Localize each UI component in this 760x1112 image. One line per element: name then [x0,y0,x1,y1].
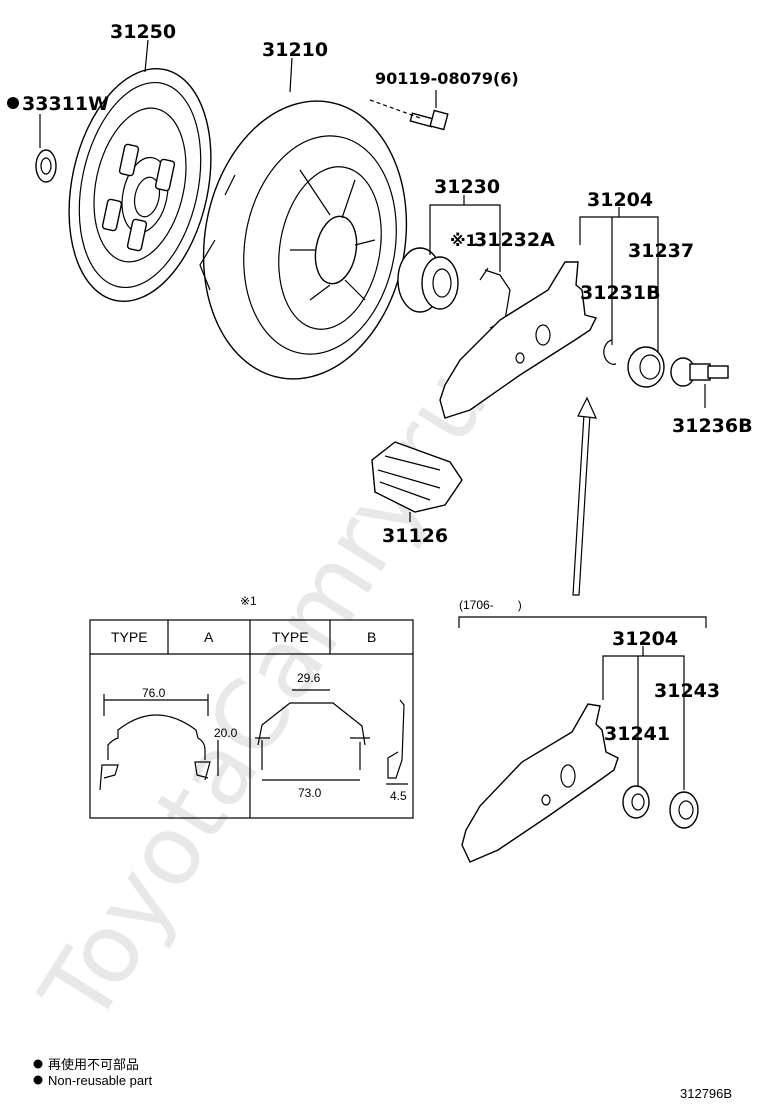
release-fork-drawing [439,261,598,419]
label-33311W: 33311W [22,93,109,115]
dim-a-height: 20.0 [214,726,238,740]
legend-dot-en [33,1075,43,1085]
table-header-type-b: TYPE [272,629,309,645]
clutch-disc-drawing [68,68,212,302]
boot-clip-drawing [603,339,617,365]
label-31250: 31250 [110,21,176,43]
label-31204-top: 31204 [587,189,653,211]
label-31232A: 31232A [474,229,555,251]
variant-part-31241-drawing [622,785,650,819]
figure-id: 312796B [680,1086,732,1101]
label-31237: 31237 [628,240,694,262]
fork-boot-drawing [371,441,463,513]
clutch-cover-drawing [199,100,408,380]
label-31232A-mark: ※1 [450,231,477,250]
direction-arrow [572,396,597,596]
label-bolt: 90119-08079(6) [375,69,519,88]
dim-b-thickness: 4.5 [390,789,407,803]
label-31204-variant: 31204 [612,628,678,650]
table-ref-mark: ※1 [240,594,257,608]
watermark: ToyotaCamry.ru [19,350,510,1043]
legend-text-en: Non-reusable part [48,1073,152,1088]
legend-text-jp: 再使用不可部品 [48,1057,139,1072]
label-31236B: 31236B [672,415,753,437]
clip-b-drawing [255,689,408,785]
table-header-type-a: TYPE [111,629,148,645]
fork-support-drawing [627,346,665,388]
dim-b-width: 73.0 [298,786,322,800]
release-bearing-drawing [397,247,459,313]
legend-dot-jp [33,1059,43,1069]
label-31241: 31241 [604,723,670,745]
variant-range-label: (1706- ) [459,598,522,612]
dim-a-width: 76.0 [142,686,166,700]
table-header-b: B [367,629,376,645]
label-31231B: 31231B [580,282,661,304]
table-header-a: A [204,629,214,645]
bolt-drawing [409,109,449,131]
clip-type-table [89,619,414,819]
support-bolt-drawing [670,357,729,387]
label-31243: 31243 [654,680,720,702]
variant-part-31243-drawing [669,791,699,829]
pilot-bearing-drawing [35,149,57,183]
clip-a-drawing [99,694,219,791]
non-reusable-dot [7,97,19,109]
dim-b-top: 29.6 [297,671,321,685]
label-31210: 31210 [262,39,328,61]
label-31126: 31126 [382,525,448,547]
variant-fork-drawing [461,703,619,863]
label-31230: 31230 [434,176,500,198]
